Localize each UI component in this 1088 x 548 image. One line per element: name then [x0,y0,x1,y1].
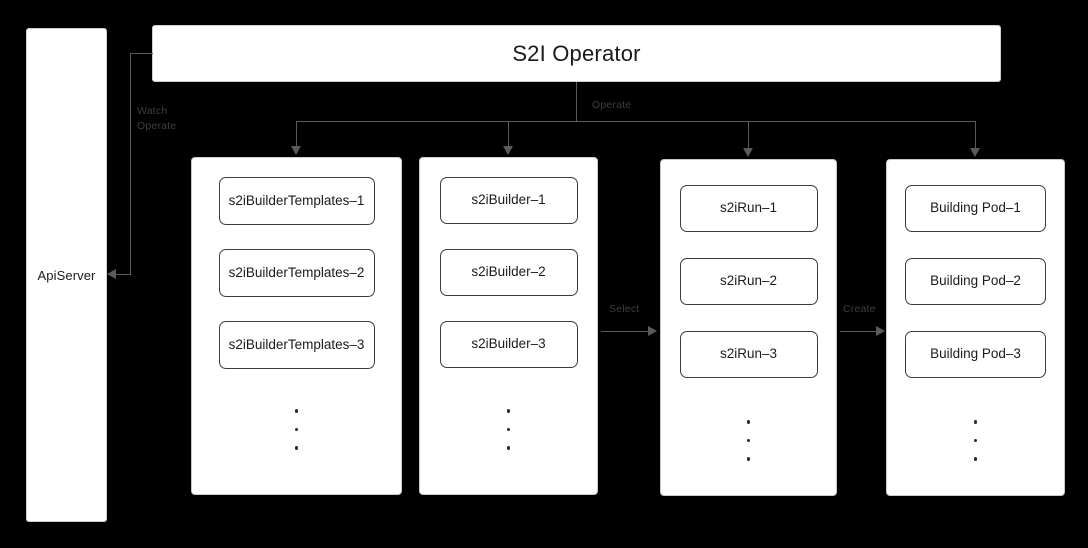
card-s2ibuilder-3[interactable]: s2iBuilder–3 [439,321,578,368]
ellipsis-s2iruns [746,420,751,476]
ellipsis-s2ibuilders [506,409,511,465]
operate-edge-label: Operate [592,99,632,111]
ellipsis-s2ibuildertemplates [294,409,299,465]
operate-branch-3-arrowhead [743,148,753,157]
column-building-pods[interactable]: Building Pod–1 Building Pod–2 Building P… [886,159,1065,496]
operate-branch-4-arrowhead [970,148,980,157]
column-s2iruns[interactable]: s2iRun–1 s2iRun–2 s2iRun–3 [660,159,837,496]
watch-edge-arrowhead [107,269,116,279]
card-building-pod-2[interactable]: Building Pod–2 [905,258,1046,305]
operate-branch-1-arrowhead [291,146,301,155]
column-s2ibuilders[interactable]: s2iBuilder–1 s2iBuilder–2 s2iBuilder–3 [419,157,598,495]
watch-edge-segment-top [130,53,153,55]
card-building-pod-1[interactable]: Building Pod–1 [905,185,1046,232]
card-s2ibuildertemplates-3[interactable]: s2iBuilderTemplates–3 [218,321,375,369]
operate-branch-3-line [748,121,750,149]
page-title: S2I Operator [512,40,641,66]
operate-branch-2-line [508,121,510,147]
watch-label: Watch [137,105,168,117]
card-s2ibuildertemplates-1[interactable]: s2iBuilderTemplates–1 [218,177,375,225]
create-edge-label: Create [843,303,876,315]
operate-edge-bus [296,121,976,123]
card-s2ibuilder-1[interactable]: s2iBuilder–1 [439,177,578,224]
apiserver-label: ApiServer [37,267,96,283]
column-s2ibuildertemplates[interactable]: s2iBuilderTemplates–1 s2iBuilderTemplate… [191,157,402,495]
card-s2ibuildertemplates-2[interactable]: s2iBuilderTemplates–2 [218,249,375,297]
watch-operate-edge-label: Watch Operate [137,104,176,134]
operate-label: Operate [137,120,177,133]
apiserver-node[interactable]: ApiServer [26,28,107,522]
select-edge-arrowhead [648,326,657,336]
card-s2irun-2[interactable]: s2iRun–2 [679,258,818,305]
ellipsis-building-pods [973,420,978,476]
operate-branch-2-arrowhead [503,146,513,155]
operate-branch-4-line [975,121,977,149]
card-s2irun-3[interactable]: s2iRun–3 [679,331,818,378]
s2i-operator-node[interactable]: S2I Operator [152,25,1001,82]
select-edge-label: Select [609,303,640,315]
create-edge-arrowhead [876,326,885,336]
select-edge-line [601,331,649,333]
card-s2ibuilder-2[interactable]: s2iBuilder–2 [439,249,578,296]
watch-edge-segment-bottom [116,274,131,276]
operate-branch-1-line [296,121,298,147]
card-s2irun-1[interactable]: s2iRun–1 [679,185,818,232]
watch-edge-segment-vertical [130,53,132,274]
create-edge-line [840,331,878,333]
card-building-pod-3[interactable]: Building Pod–3 [905,331,1046,378]
operate-edge-stem [576,82,578,122]
